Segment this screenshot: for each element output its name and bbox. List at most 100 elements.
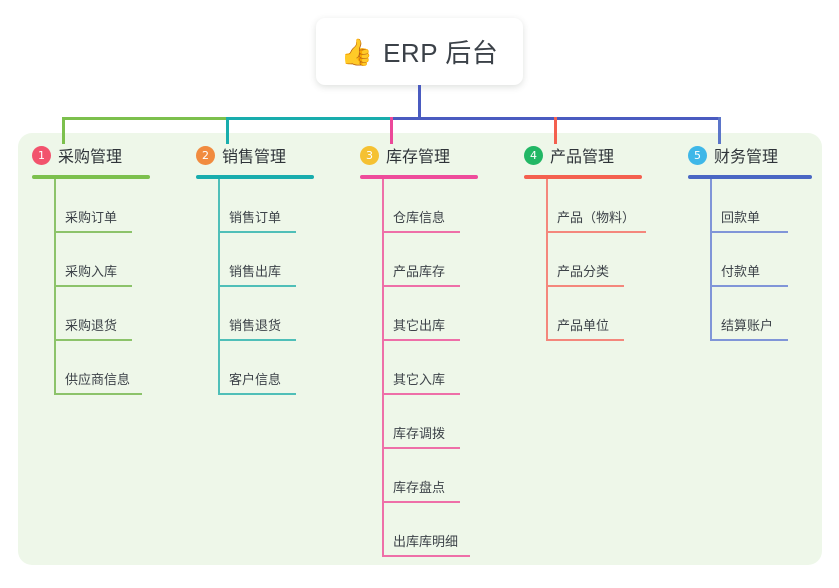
thumbs-up-icon: 👍 [340, 36, 374, 67]
list-item-underline [382, 555, 470, 557]
column-header-5[interactable]: 5 财务管理 [688, 142, 838, 168]
list-item-underline [546, 285, 624, 287]
diagram-background-panel [18, 133, 822, 565]
column-number-badge: 1 [32, 145, 51, 165]
list-item-label: 库存盘点 [393, 480, 446, 495]
column-item-list: 销售订单销售出库销售退货客户信息 [196, 179, 346, 395]
list-item-label: 付款单 [721, 264, 761, 279]
list-item[interactable]: 回款单 [688, 179, 838, 233]
list-item-label: 其它出库 [393, 318, 446, 333]
list-item-label: 销售订单 [229, 210, 282, 225]
column-spine-line [54, 179, 56, 395]
column-title: 销售管理 [222, 149, 287, 166]
drop-line-1 [62, 117, 65, 144]
list-item-underline [710, 285, 788, 287]
list-item[interactable]: 库存盘点 [360, 449, 510, 503]
branch-column-4: 4 产品管理产品（物料）产品分类产品单位 [524, 142, 674, 341]
list-item-underline [54, 339, 132, 341]
list-item-label: 采购退货 [65, 318, 118, 333]
list-item[interactable]: 采购入库 [32, 233, 182, 287]
column-spine-line [546, 179, 548, 341]
list-item-label: 结算账户 [721, 318, 774, 333]
root-node-erp-backend[interactable]: 👍 ERP 后台 [316, 18, 523, 85]
column-header-1[interactable]: 1 采购管理 [32, 142, 182, 168]
list-item-label: 供应商信息 [65, 372, 131, 387]
list-item[interactable]: 结算账户 [688, 287, 838, 341]
column-header-4[interactable]: 4 产品管理 [524, 142, 674, 168]
column-underline [688, 175, 812, 179]
column-spine-line [218, 179, 220, 395]
drop-line-2 [226, 117, 229, 144]
list-item[interactable]: 销售退货 [196, 287, 346, 341]
list-item[interactable]: 客户信息 [196, 341, 346, 395]
list-item[interactable]: 付款单 [688, 233, 838, 287]
list-item[interactable]: 采购订单 [32, 179, 182, 233]
root-node-title: ERP 后台 [383, 38, 499, 68]
column-underline [360, 175, 478, 179]
column-number-badge: 5 [688, 145, 707, 165]
drop-line-3 [390, 117, 393, 144]
list-item-label: 产品单位 [557, 318, 610, 333]
column-title: 库存管理 [386, 149, 451, 166]
list-item[interactable]: 仓库信息 [360, 179, 510, 233]
list-item[interactable]: 产品单位 [524, 287, 674, 341]
list-item-label: 采购订单 [65, 210, 118, 225]
list-item-label: 客户信息 [229, 372, 282, 387]
column-title: 产品管理 [550, 149, 615, 166]
list-item-underline [382, 393, 460, 395]
list-item-underline [382, 447, 460, 449]
trunk-line [417, 85, 421, 120]
list-item-underline [382, 339, 460, 341]
list-item[interactable]: 其它出库 [360, 287, 510, 341]
bus-segment-green [62, 117, 229, 120]
list-item[interactable]: 销售订单 [196, 179, 346, 233]
list-item[interactable]: 出库库明细 [360, 503, 510, 557]
list-item-label: 销售出库 [229, 264, 282, 279]
list-item-underline [218, 231, 296, 233]
list-item[interactable]: 供应商信息 [32, 341, 182, 395]
column-number-badge: 4 [524, 145, 543, 165]
branch-column-5: 5 财务管理回款单付款单结算账户 [688, 142, 838, 341]
column-underline [524, 175, 642, 179]
list-item-underline [382, 231, 460, 233]
list-item-label: 其它入库 [393, 372, 446, 387]
column-spine-line [382, 179, 384, 557]
list-item-label: 库存调拨 [393, 426, 446, 441]
list-item-underline [710, 339, 788, 341]
list-item-underline [218, 339, 296, 341]
column-spine-line [710, 179, 712, 341]
list-item[interactable]: 采购退货 [32, 287, 182, 341]
list-item-label: 采购入库 [65, 264, 118, 279]
bus-segment-teal [226, 117, 393, 120]
list-item[interactable]: 产品库存 [360, 233, 510, 287]
list-item-label: 产品库存 [393, 264, 446, 279]
column-title: 财务管理 [714, 149, 779, 166]
list-item-underline [54, 285, 132, 287]
column-item-list: 回款单付款单结算账户 [688, 179, 838, 341]
list-item[interactable]: 产品分类 [524, 233, 674, 287]
list-item-underline [382, 285, 460, 287]
list-item[interactable]: 库存调拨 [360, 395, 510, 449]
list-item-label: 仓库信息 [393, 210, 446, 225]
column-title: 采购管理 [58, 149, 123, 166]
list-item-label: 出库库明细 [393, 534, 459, 549]
list-item-underline [54, 393, 142, 395]
column-item-list: 产品（物料）产品分类产品单位 [524, 179, 674, 341]
list-item-underline [382, 501, 460, 503]
list-item-underline [546, 339, 624, 341]
list-item-underline [546, 231, 646, 233]
list-item-underline [54, 231, 132, 233]
list-item[interactable]: 其它入库 [360, 341, 510, 395]
drop-line-4 [554, 117, 557, 144]
list-item[interactable]: 销售出库 [196, 233, 346, 287]
column-underline [32, 175, 150, 179]
list-item[interactable]: 产品（物料） [524, 179, 674, 233]
list-item-label: 回款单 [721, 210, 761, 225]
column-underline [196, 175, 314, 179]
list-item-underline [218, 285, 296, 287]
